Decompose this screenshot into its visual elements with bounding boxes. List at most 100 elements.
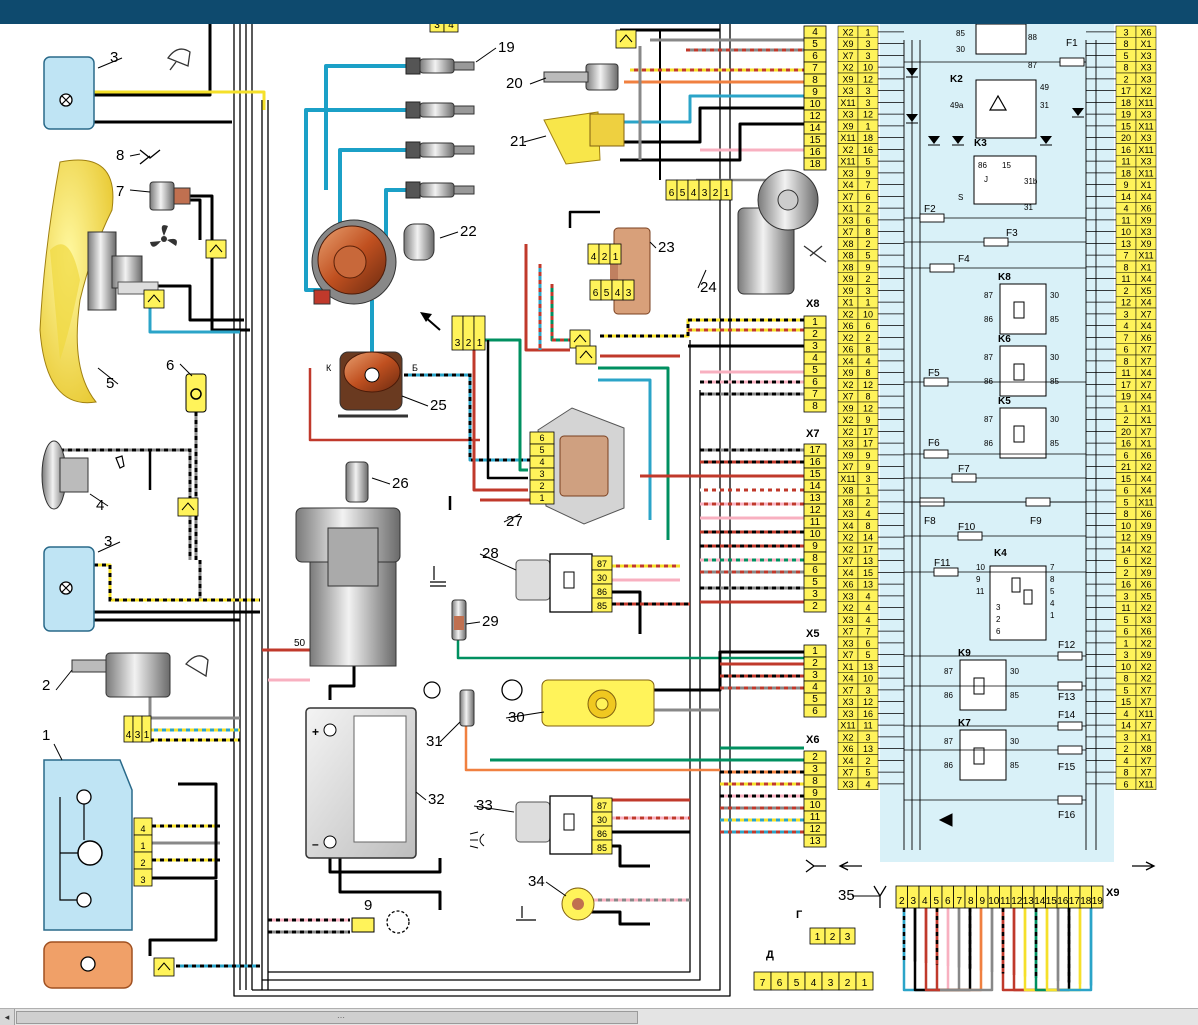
wire: [598, 366, 670, 540]
scrollbar-thumb[interactable]: ⋯: [16, 1011, 638, 1024]
relay-k9-label: K9: [958, 648, 971, 659]
top-connector-pin-label: 7: [812, 63, 818, 74]
fusebox-left-num-label: 17: [863, 439, 873, 449]
fusebox-left-pin-label: X7: [842, 392, 853, 402]
fusebox-right-num-label: 15: [1121, 121, 1131, 131]
fusebox-right-num-label: 1: [1123, 403, 1128, 413]
fusebox-right-pin-label: X11: [1138, 497, 1153, 507]
relay-k5-pin: 86: [984, 439, 993, 448]
fusebox-left-pin-label: X8: [842, 497, 853, 507]
callout-leader: [129, 189, 151, 193]
plug24-pin-label: 5: [680, 188, 686, 199]
fusebox-left-num-label: 3: [865, 86, 870, 96]
svg-text:+: +: [312, 725, 319, 739]
x8-pin-label: 2: [812, 329, 818, 340]
relay-k6-label: K6: [998, 334, 1011, 345]
d-pin-label: 3: [828, 978, 834, 989]
wire-stripe: [404, 373, 560, 462]
wire-stripe: [600, 318, 804, 338]
fusebox-right-pin-label: X4: [1140, 192, 1151, 202]
fusebox-right-num-label: 5: [1123, 51, 1128, 61]
callout-number: 7: [116, 183, 124, 200]
fusebox-right-pin-label: X11: [1138, 779, 1153, 789]
relay-k4-label: K4: [994, 548, 1007, 559]
x9-pin-label: 10: [988, 896, 1000, 907]
relay-k2-pin: 49a: [950, 101, 964, 110]
relay-k6-coil: [1013, 363, 1025, 381]
wire: [148, 300, 240, 334]
relay-k9-pin: 87: [944, 667, 953, 676]
callout-number: 35: [838, 887, 855, 904]
callout-number: 3: [104, 533, 112, 550]
fusebox-left-num-label: 2: [865, 274, 870, 284]
fusebox-right-num-label: 11: [1121, 215, 1130, 225]
fusebox-right-pin-label: X9: [1140, 533, 1151, 543]
relay33-pin-label: 30: [597, 815, 607, 825]
wire: [94, 90, 266, 110]
callout-leader: [439, 721, 461, 743]
plug23b-pin-label: 6: [593, 288, 599, 299]
plug24-pin-label: 6: [669, 188, 675, 199]
fusebox-left-pin-label: X9: [842, 121, 853, 131]
fusebox-left-num-label: 10: [863, 63, 873, 73]
g-pin-label: 1: [815, 932, 821, 943]
x8-pin-label: 4: [812, 353, 818, 364]
scroll-left-arrow-icon[interactable]: ◂: [0, 1009, 15, 1025]
x7-pin-label: 9: [812, 541, 818, 552]
x5-pin-label: 6: [812, 706, 818, 717]
fusebox-right-pin-label: X4: [1140, 321, 1151, 331]
fusebox-left-pin-label: X8: [842, 486, 853, 496]
fusebox-left-pin-label: X2: [842, 309, 853, 319]
callout-leader: [503, 513, 521, 523]
wire: [612, 590, 642, 634]
wire: [456, 640, 804, 660]
d-pin-label: 6: [777, 978, 783, 989]
fuse-16: [1057, 795, 1083, 805]
relay28-pin-label: 86: [597, 587, 607, 597]
callout-leader: [505, 711, 545, 719]
d-pin: [855, 971, 874, 991]
fusebox-left-num-label: 17: [863, 544, 873, 554]
fusebox-left-num-label: 9: [865, 262, 870, 272]
fusebox-right-num-label: 8: [1123, 509, 1128, 519]
relay28-pin-label: 85: [597, 601, 607, 611]
top-plug-pin-label: 4: [448, 24, 454, 31]
relay-k5-coil: [1013, 425, 1025, 443]
fusebox-right-pin-label: X4: [1140, 368, 1151, 378]
fusebox-right-num-label: 8: [1123, 63, 1128, 73]
fusebox-left-num-label: 6: [865, 192, 870, 202]
fusebox-right-num-label: 1: [1123, 638, 1128, 648]
plug27b-pin-label: 2: [539, 481, 544, 491]
fusebox-right-pin-label: X4: [1140, 486, 1151, 496]
fusebox-left-num-label: 5: [865, 768, 870, 778]
fusebox-right-pin-label: X6: [1140, 333, 1151, 343]
top-connector-pin-label: 9: [812, 87, 818, 98]
fusebox-right-num-label: 5: [1123, 685, 1128, 695]
wire: [308, 368, 480, 442]
top-plug-pin-label: 3: [434, 24, 440, 31]
fusebox-right-num-label: 16: [1121, 580, 1131, 590]
fusebox-left-pin-label: X2: [842, 145, 853, 155]
top-connector-pin-label: 14: [809, 123, 821, 134]
fusebox-right-num-label: 8: [1123, 39, 1128, 49]
fuse-9-label: F9: [1030, 516, 1042, 527]
relay-k7-pin: 85: [1050, 315, 1059, 324]
spark-plug-body: [419, 182, 455, 198]
wire: [550, 284, 570, 342]
wiper-motor: [737, 169, 827, 295]
fuse-13: [1057, 681, 1083, 691]
callout-leader: [179, 363, 193, 377]
fusebox-left-num-label: 2: [865, 497, 870, 507]
horizontal-scrollbar[interactable]: ◂ ⋯: [0, 1008, 1198, 1025]
g-pin-label: 2: [830, 932, 836, 943]
fusebox-right-num-label: 18: [1121, 168, 1131, 178]
wire: [476, 338, 528, 472]
x8-pin-label: 6: [812, 377, 818, 388]
callout-leader: [697, 269, 707, 289]
window-title-bar: [0, 0, 1198, 24]
fusebox-left-num-label: 1: [865, 486, 870, 496]
callout-leader: [97, 57, 123, 69]
wire: [268, 340, 691, 973]
fusebox-right-num-label: 11: [1121, 368, 1130, 378]
x6-pin-label: 10: [809, 800, 821, 811]
